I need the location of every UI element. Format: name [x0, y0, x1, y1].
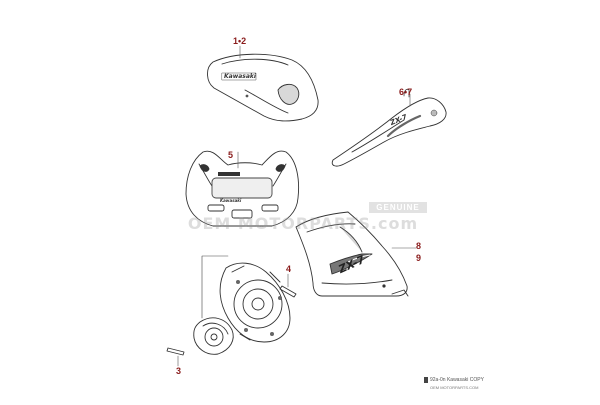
upper-cowl	[185, 150, 299, 227]
footer-logo	[424, 377, 428, 383]
footer-site: OEM MOTORPARTS.COM	[430, 385, 479, 390]
seat-cowl	[331, 89, 447, 167]
strip-decal-3	[166, 347, 185, 367]
callout-9: 9	[416, 253, 422, 263]
engine-cover	[201, 255, 291, 343]
strip-decal-4	[279, 273, 297, 298]
callout-4: 4	[286, 264, 292, 274]
generator-cover	[193, 317, 234, 355]
callout-1-2: 1•2	[233, 36, 247, 46]
cowl-brand-logo: Kawasaki	[220, 198, 242, 203]
watermark-text: OEM MOTORPARTS.com	[187, 214, 419, 233]
fuel-tank-cover	[207, 45, 319, 122]
tank-brand-logo: Kawasaki	[224, 73, 256, 80]
diagram-code: 92a-0n Kawasaki COPY	[430, 377, 484, 383]
callout-8: 8	[416, 241, 422, 251]
callout-3: 3	[176, 366, 182, 376]
callout-5: 5	[228, 150, 234, 160]
side-fairing	[295, 211, 417, 297]
genuine-badge: GENUINE	[369, 202, 427, 213]
callout-6-7: 6•7	[399, 87, 413, 97]
